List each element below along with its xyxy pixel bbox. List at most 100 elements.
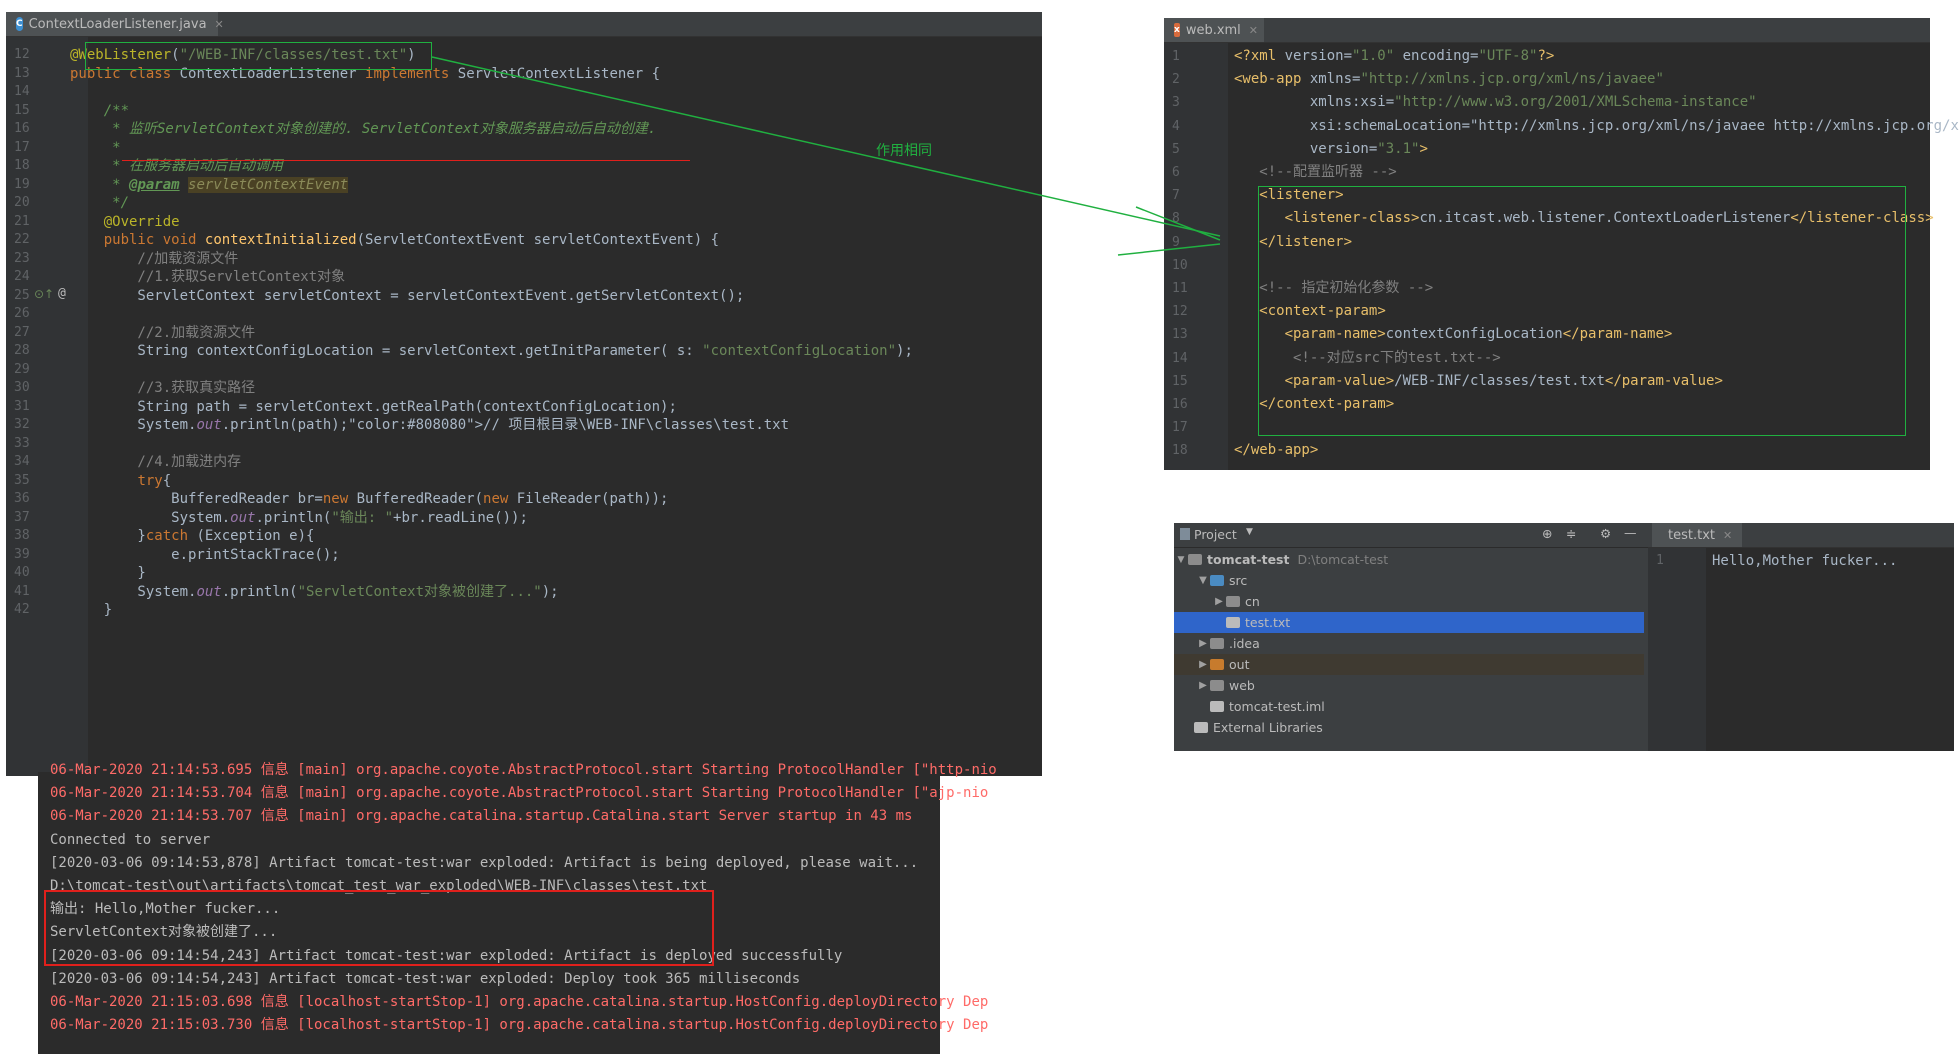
code-text: <param-name>contextConfigLocation</param…: [1284, 326, 1673, 343]
line-number: 36: [14, 491, 30, 506]
chevron-right-icon[interactable]: ▶: [1199, 638, 1207, 649]
project-tree-item-label: .idea: [1229, 636, 1260, 651]
line-number: 24: [14, 269, 30, 284]
line-number: 7: [1172, 188, 1180, 204]
code-text: <?xml version="1.0" encoding="UTF-8"?>: [1234, 48, 1555, 64]
line-number: 17: [14, 139, 30, 155]
locate-icon[interactable]: ⊕: [1542, 526, 1553, 541]
project-tree-item[interactable]: ▼ src: [1174, 570, 1644, 591]
line-number: 18: [1172, 443, 1188, 459]
project-header: Project ▼ ⊕ ≑ ⚙ —: [1174, 523, 1648, 548]
chevron-right-icon[interactable]: ▶: [1199, 680, 1207, 691]
comment-red-underline: [122, 160, 690, 161]
code-text: @Override: [103, 213, 180, 230]
annotation-marker-icon[interactable]: @: [58, 286, 66, 301]
chevron-down-icon[interactable]: ▼: [1177, 554, 1185, 565]
code-text: String path = servletContext.getRealPath…: [70, 398, 677, 415]
line-number: 40: [14, 565, 30, 580]
file-icon: [1194, 722, 1208, 733]
run-console[interactable]: 06-Mar-2020 21:14:53.695 信息 [main] org.a…: [38, 762, 997, 1054]
project-tree-item[interactable]: test.txt: [1174, 612, 1644, 633]
java-editor-tabbar: C ContextLoaderListener.java ✕: [6, 12, 1042, 37]
code-text: </context-param>: [1259, 396, 1395, 412]
code-text: */: [70, 195, 130, 211]
java-class-icon: C: [16, 17, 23, 31]
text-file-tab-label: test.txt: [1668, 527, 1715, 543]
folder-icon: [1210, 638, 1224, 649]
annotation-arrow-line: [1135, 206, 1221, 241]
collapse-icon[interactable]: ≑: [1566, 526, 1577, 541]
line-number: 18: [14, 158, 30, 173]
hide-panel-icon[interactable]: —: [1624, 525, 1637, 540]
chevron-right-icon[interactable]: ▶: [1215, 596, 1223, 607]
project-tree-item[interactable]: ▶web: [1174, 675, 1644, 696]
project-header-label[interactable]: Project: [1194, 527, 1237, 542]
line-number: 17: [1172, 420, 1188, 436]
implement-marker-icon[interactable]: ⊙↑: [34, 287, 55, 301]
code-text: String contextConfigLocation = servletCo…: [70, 343, 913, 359]
project-tree-item-label: External Libraries: [1213, 720, 1323, 735]
code-text: * @param servletContextEvent: [70, 176, 349, 193]
close-tab-icon[interactable]: ✕: [214, 17, 224, 31]
chevron-down-icon[interactable]: ▼: [1199, 575, 1207, 586]
close-tab-icon[interactable]: ✕: [1248, 23, 1259, 37]
annotation-arrow-line: [1117, 243, 1221, 256]
text-file-content[interactable]: Hello,Mother fucker...: [1712, 553, 1898, 569]
code-text: try{: [137, 472, 172, 489]
folder-icon: [1210, 659, 1224, 670]
folder-icon: [1210, 575, 1224, 586]
console-line: 06-Mar-2020 21:14:53.695 信息 [main] org.a…: [50, 762, 997, 778]
xml-file-tab[interactable]: x web.xml ✕: [1164, 18, 1264, 42]
project-tree-item[interactable]: ▶ .idea: [1174, 633, 1644, 654]
console-line: 06-Mar-2020 21:14:53.704 信息 [main] org.a…: [50, 785, 989, 802]
code-text: <listener-class>cn.itcast.web.listener.C…: [1284, 210, 1934, 227]
close-tab-icon[interactable]: ✕: [1723, 528, 1733, 542]
line-number: 15: [1172, 373, 1188, 389]
line-number: 1: [1656, 553, 1664, 568]
line-number: 12: [14, 47, 30, 62]
folder-icon: [1226, 596, 1240, 607]
project-tree-item[interactable]: External Libraries: [1174, 717, 1644, 738]
project-tree-item[interactable]: tomcat-test.iml: [1174, 696, 1644, 717]
project-tree-item-label: src: [1229, 573, 1248, 588]
xml-gutter: [1164, 43, 1228, 470]
line-number: 34: [14, 454, 30, 469]
project-tree-item-label: tomcat-test.iml: [1229, 699, 1325, 714]
file-icon: [1210, 701, 1224, 712]
line-number: 28: [14, 343, 30, 358]
code-text: public void contextInitialized(ServletCo…: [103, 232, 720, 248]
code-text: }: [70, 602, 113, 618]
line-number: 13: [1172, 327, 1188, 343]
text-file-tab[interactable]: test.txt ✕: [1652, 523, 1742, 547]
text-editor-panel: test.txt ✕ 1 Hello,Mother fucker...: [1648, 523, 1954, 751]
console-line: 06-Mar-2020 21:14:53.707 信息 [main] org.a…: [50, 808, 913, 825]
project-view-icon: [1180, 528, 1190, 540]
xml-editor-panel: x web.xml ✕ 1<?xml version="1.0" encodin…: [1164, 18, 1959, 470]
chevron-right-icon[interactable]: ▶: [1199, 659, 1207, 670]
line-number: 15: [14, 102, 30, 118]
project-tree-item[interactable]: ▶ out: [1174, 654, 1644, 675]
project-tree-item[interactable]: ▶cn: [1174, 591, 1644, 612]
code-text: //加载资源文件: [70, 250, 239, 267]
xml-code-area[interactable]: 1<?xml version="1.0" encoding="UTF-8"?>2…: [1164, 45, 1959, 470]
java-file-tab[interactable]: C ContextLoaderListener.java ✕: [6, 12, 224, 36]
code-text: }catch (Exception e){: [70, 528, 315, 544]
code-text: System.out.println("输出: "+br.readLine())…: [70, 509, 528, 526]
line-number: 25: [14, 287, 30, 303]
java-code-area[interactable]: 12@WebListener("/WEB-INF/classes/test.tx…: [6, 46, 1042, 776]
line-number: 42: [14, 602, 30, 617]
line-number: 11: [1172, 281, 1188, 296]
project-tree-item-label: out: [1229, 657, 1250, 672]
line-number: 13: [14, 65, 30, 81]
gear-icon[interactable]: ⚙: [1600, 526, 1612, 541]
folder-icon: [1210, 680, 1224, 691]
console-line: [2020-03-06 09:14:54,243] Artifact tomca…: [50, 970, 801, 987]
code-text: System.out.println("ServletContext对象被创建了…: [70, 583, 559, 600]
project-root-row[interactable]: ▼ tomcat-test D:\tomcat-test: [1174, 549, 1644, 570]
line-number: 19: [14, 176, 30, 192]
code-text: *: [70, 139, 121, 156]
chevron-down-icon[interactable]: ▼: [1246, 527, 1253, 537]
console-output-highlight-box: [44, 890, 714, 966]
xml-editor-tabbar: x web.xml ✕: [1164, 18, 1930, 43]
